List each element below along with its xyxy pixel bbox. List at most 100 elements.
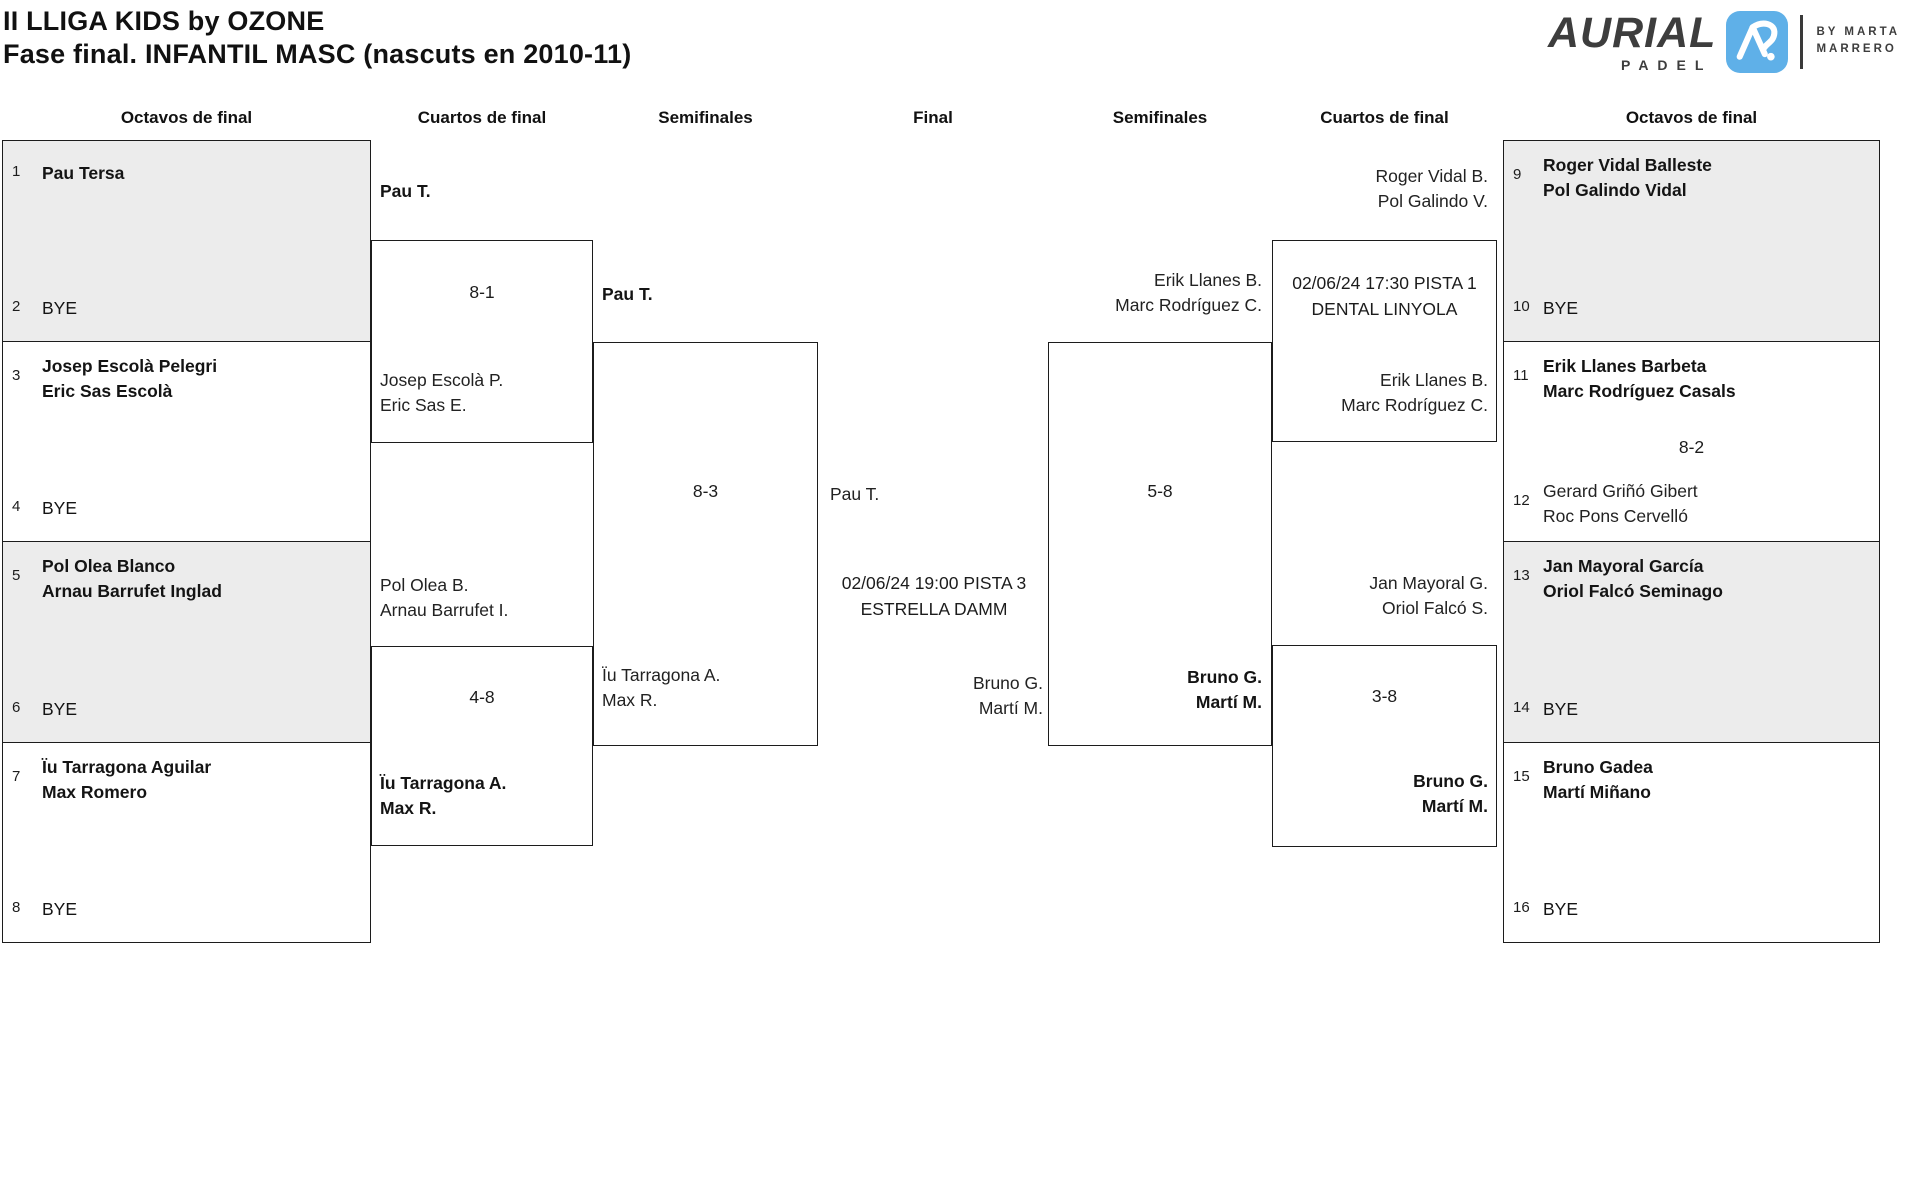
bye-label: BYE	[42, 698, 78, 719]
bracket-slot-13: 13 Jan Mayoral García Oriol Falcó Semina…	[1513, 554, 1723, 604]
octavos-right-column: 9 Roger Vidal Balleste Pol Galindo Vidal…	[1503, 140, 1880, 943]
player-name: Eric Sas Escolà	[42, 380, 173, 401]
team-short-name: Arnau Barrufet I.	[380, 600, 509, 620]
semifinal-right-team-bottom: Bruno G. Martí M.	[1187, 665, 1262, 715]
bracket-slot-7: 7 Ïu Tarragona Aguilar Max Romero	[12, 755, 211, 805]
team-short-name: Oriol Falcó S.	[1382, 598, 1488, 618]
player-name: Pol Galindo Vidal	[1543, 180, 1687, 200]
seed-number: 1	[12, 163, 21, 180]
team-names: Pau Tersa	[42, 161, 124, 186]
round-header-semis-right: Semifinales	[1112, 108, 1208, 127]
bye-label: BYE	[1543, 698, 1579, 719]
final-team-bottom: Bruno G. Martí M.	[973, 671, 1043, 721]
team-short-name: Pau T.	[380, 181, 431, 201]
bracket-slot-8: 8 BYE	[12, 897, 77, 922]
final-schedule: 02/06/24 19:00 PISTA 3 ESTRELLA DAMM	[818, 570, 1050, 622]
schedule-court-sponsor: DENTAL LINYOLA	[1311, 299, 1458, 319]
bracket-slot-12: 12 Gerard Griñó Gibert Roc Pons Cervelló	[1513, 479, 1698, 529]
team-short-name: Bruno G.	[1413, 771, 1488, 791]
bye-label: BYE	[42, 498, 78, 518]
player-name: Pol Olea Blanco	[42, 556, 176, 576]
bracket-slot-4: 4 BYE	[12, 496, 77, 521]
octavos-right-row-4: 15 Bruno Gadea Martí Miñano 16 BYE	[1504, 742, 1879, 942]
cuartos-right-match-1-box: 02/06/24 17:30 PISTA 1 DENTAL LINYOLA	[1272, 240, 1497, 442]
cuartos-right-1-team-top: Roger Vidal B. Pol Galindo V.	[1375, 164, 1488, 214]
seed-number: 3	[12, 366, 21, 384]
cuartos-left-1-team-bottom: Josep Escolà P. Eric Sas E.	[380, 368, 503, 418]
bracket-slot-1: 1 Pau Tersa	[12, 161, 124, 186]
round-header-cuartos-left: Cuartos de final	[417, 108, 547, 127]
seed-number: 4	[12, 498, 21, 515]
team-short-name: Max R.	[602, 690, 658, 710]
team-short-name: Pol Galindo V.	[1377, 191, 1488, 211]
logo-byline: BY MARTA MARRERO	[1816, 24, 1900, 58]
team-short-name: Martí M.	[1195, 692, 1262, 712]
seed-number: 10	[1513, 297, 1530, 315]
seed-number: 5	[12, 567, 21, 584]
cuartos-left-match-2-box: 4-8	[371, 646, 593, 846]
logo-byline-2: MARRERO	[1816, 43, 1897, 55]
bracket-slot-16: 16 BYE	[1513, 897, 1578, 922]
cuartos-left-2-team-bottom: Ïu Tarragona A. Max R.	[380, 771, 506, 821]
team-names: Josep Escolà Pelegri Eric Sas Escolà	[42, 354, 217, 404]
match-score: 3-8	[1371, 686, 1398, 706]
player-name: Bruno Gadea	[1543, 756, 1653, 777]
schedule-datetime: 02/06/24 19:00 PISTA 3	[841, 573, 1027, 593]
bracket-slot-5: 5 Pol Olea Blanco Arnau Barrufet Inglad	[12, 554, 222, 604]
seed-number: 11	[1513, 366, 1529, 384]
logo-wordmark: AURIAL PADEL	[1548, 10, 1716, 73]
team-short-name: Marc Rodríguez C.	[1341, 395, 1488, 415]
semifinal-right-team-top: Erik Llanes B. Marc Rodríguez C.	[1115, 268, 1262, 318]
player-name: Josep Escolà Pelegri	[42, 355, 218, 376]
seed-number: 6	[12, 698, 21, 716]
team-names: Gerard Griñó Gibert Roc Pons Cervelló	[1543, 479, 1698, 529]
round-header-octavos-right: Octavos de final	[1625, 108, 1758, 127]
team-short-name: Eric Sas E.	[380, 395, 467, 415]
bracket-slot-9: 9 Roger Vidal Balleste Pol Galindo Vidal	[1513, 153, 1712, 203]
tournament-subtitle: Fase final. INFANTIL MASC (nascuts en 20…	[3, 39, 632, 69]
seed-number: 12	[1513, 492, 1530, 509]
player-name: Marc Rodríguez Casals	[1543, 380, 1736, 401]
player-name: Jan Mayoral García	[1543, 556, 1704, 576]
team-names: Erik Llanes Barbeta Marc Rodríguez Casal…	[1543, 354, 1736, 404]
seed-number: 14	[1513, 698, 1530, 716]
bye-label: BYE	[1543, 297, 1579, 318]
bracket-slot-11: 11 Erik Llanes Barbeta Marc Rodríguez Ca…	[1513, 354, 1736, 404]
player-name: Ïu Tarragona Aguilar	[42, 756, 212, 777]
schedule-datetime: 02/06/24 17:30 PISTA 1	[1292, 273, 1477, 293]
semifinal-right-box: 5-8	[1048, 342, 1272, 746]
logo-sub-text: PADEL	[1621, 57, 1713, 73]
team-short-name: Erik Llanes B.	[1154, 270, 1262, 290]
team-short-name: Bruno G.	[1187, 667, 1262, 687]
match-score: 8-2	[1678, 436, 1705, 457]
seed-number: 16	[1513, 899, 1530, 916]
octavos-right-row-2: 11 Erik Llanes Barbeta Marc Rodríguez Ca…	[1504, 341, 1879, 542]
team-short-name: Pau T.	[830, 484, 880, 504]
cuartos-left-2-team-top: Pol Olea B. Arnau Barrufet I.	[380, 573, 508, 623]
team-short-name: Bruno G.	[972, 673, 1043, 693]
team-short-name: Josep Escolà P.	[380, 370, 504, 390]
final-team-top: Pau T.	[830, 482, 879, 507]
match-score: 4-8	[469, 687, 495, 707]
aurial-mark-icon	[1726, 11, 1789, 73]
cuartos-right-match-2-box: 3-8	[1272, 645, 1497, 847]
team-names: Roger Vidal Balleste Pol Galindo Vidal	[1543, 153, 1712, 203]
seed-number: 13	[1513, 567, 1530, 584]
team-names: Bruno Gadea Martí Miñano	[1543, 755, 1653, 805]
octavos-right-row-3: 13 Jan Mayoral García Oriol Falcó Semina…	[1504, 542, 1879, 743]
octavos-left-row-1: 1 Pau Tersa 2 BYE	[3, 141, 370, 342]
round-header-final: Final	[913, 108, 953, 127]
page-title-block: II LLIGA KIDS by OZONE Fase final. INFAN…	[3, 5, 631, 71]
player-name: Arnau Barrufet Inglad	[42, 581, 222, 601]
match-score: 8-3	[692, 481, 719, 501]
seed-number: 2	[12, 297, 21, 315]
team-short-name: Pol Olea B.	[380, 575, 469, 595]
player-name: Oriol Falcó Seminago	[1543, 581, 1723, 601]
semifinal-left-team-bottom: Ïu Tarragona A. Max R.	[602, 663, 720, 713]
player-name: Martí Miñano	[1543, 781, 1651, 802]
cuartos-right-1-team-bottom: Erik Llanes B. Marc Rodríguez C.	[1341, 368, 1488, 418]
player-name: Max Romero	[42, 781, 148, 802]
tournament-title: II LLIGA KIDS by OZONE	[3, 6, 325, 36]
match-schedule: 02/06/24 17:30 PISTA 1 DENTAL LINYOLA	[1273, 270, 1496, 322]
